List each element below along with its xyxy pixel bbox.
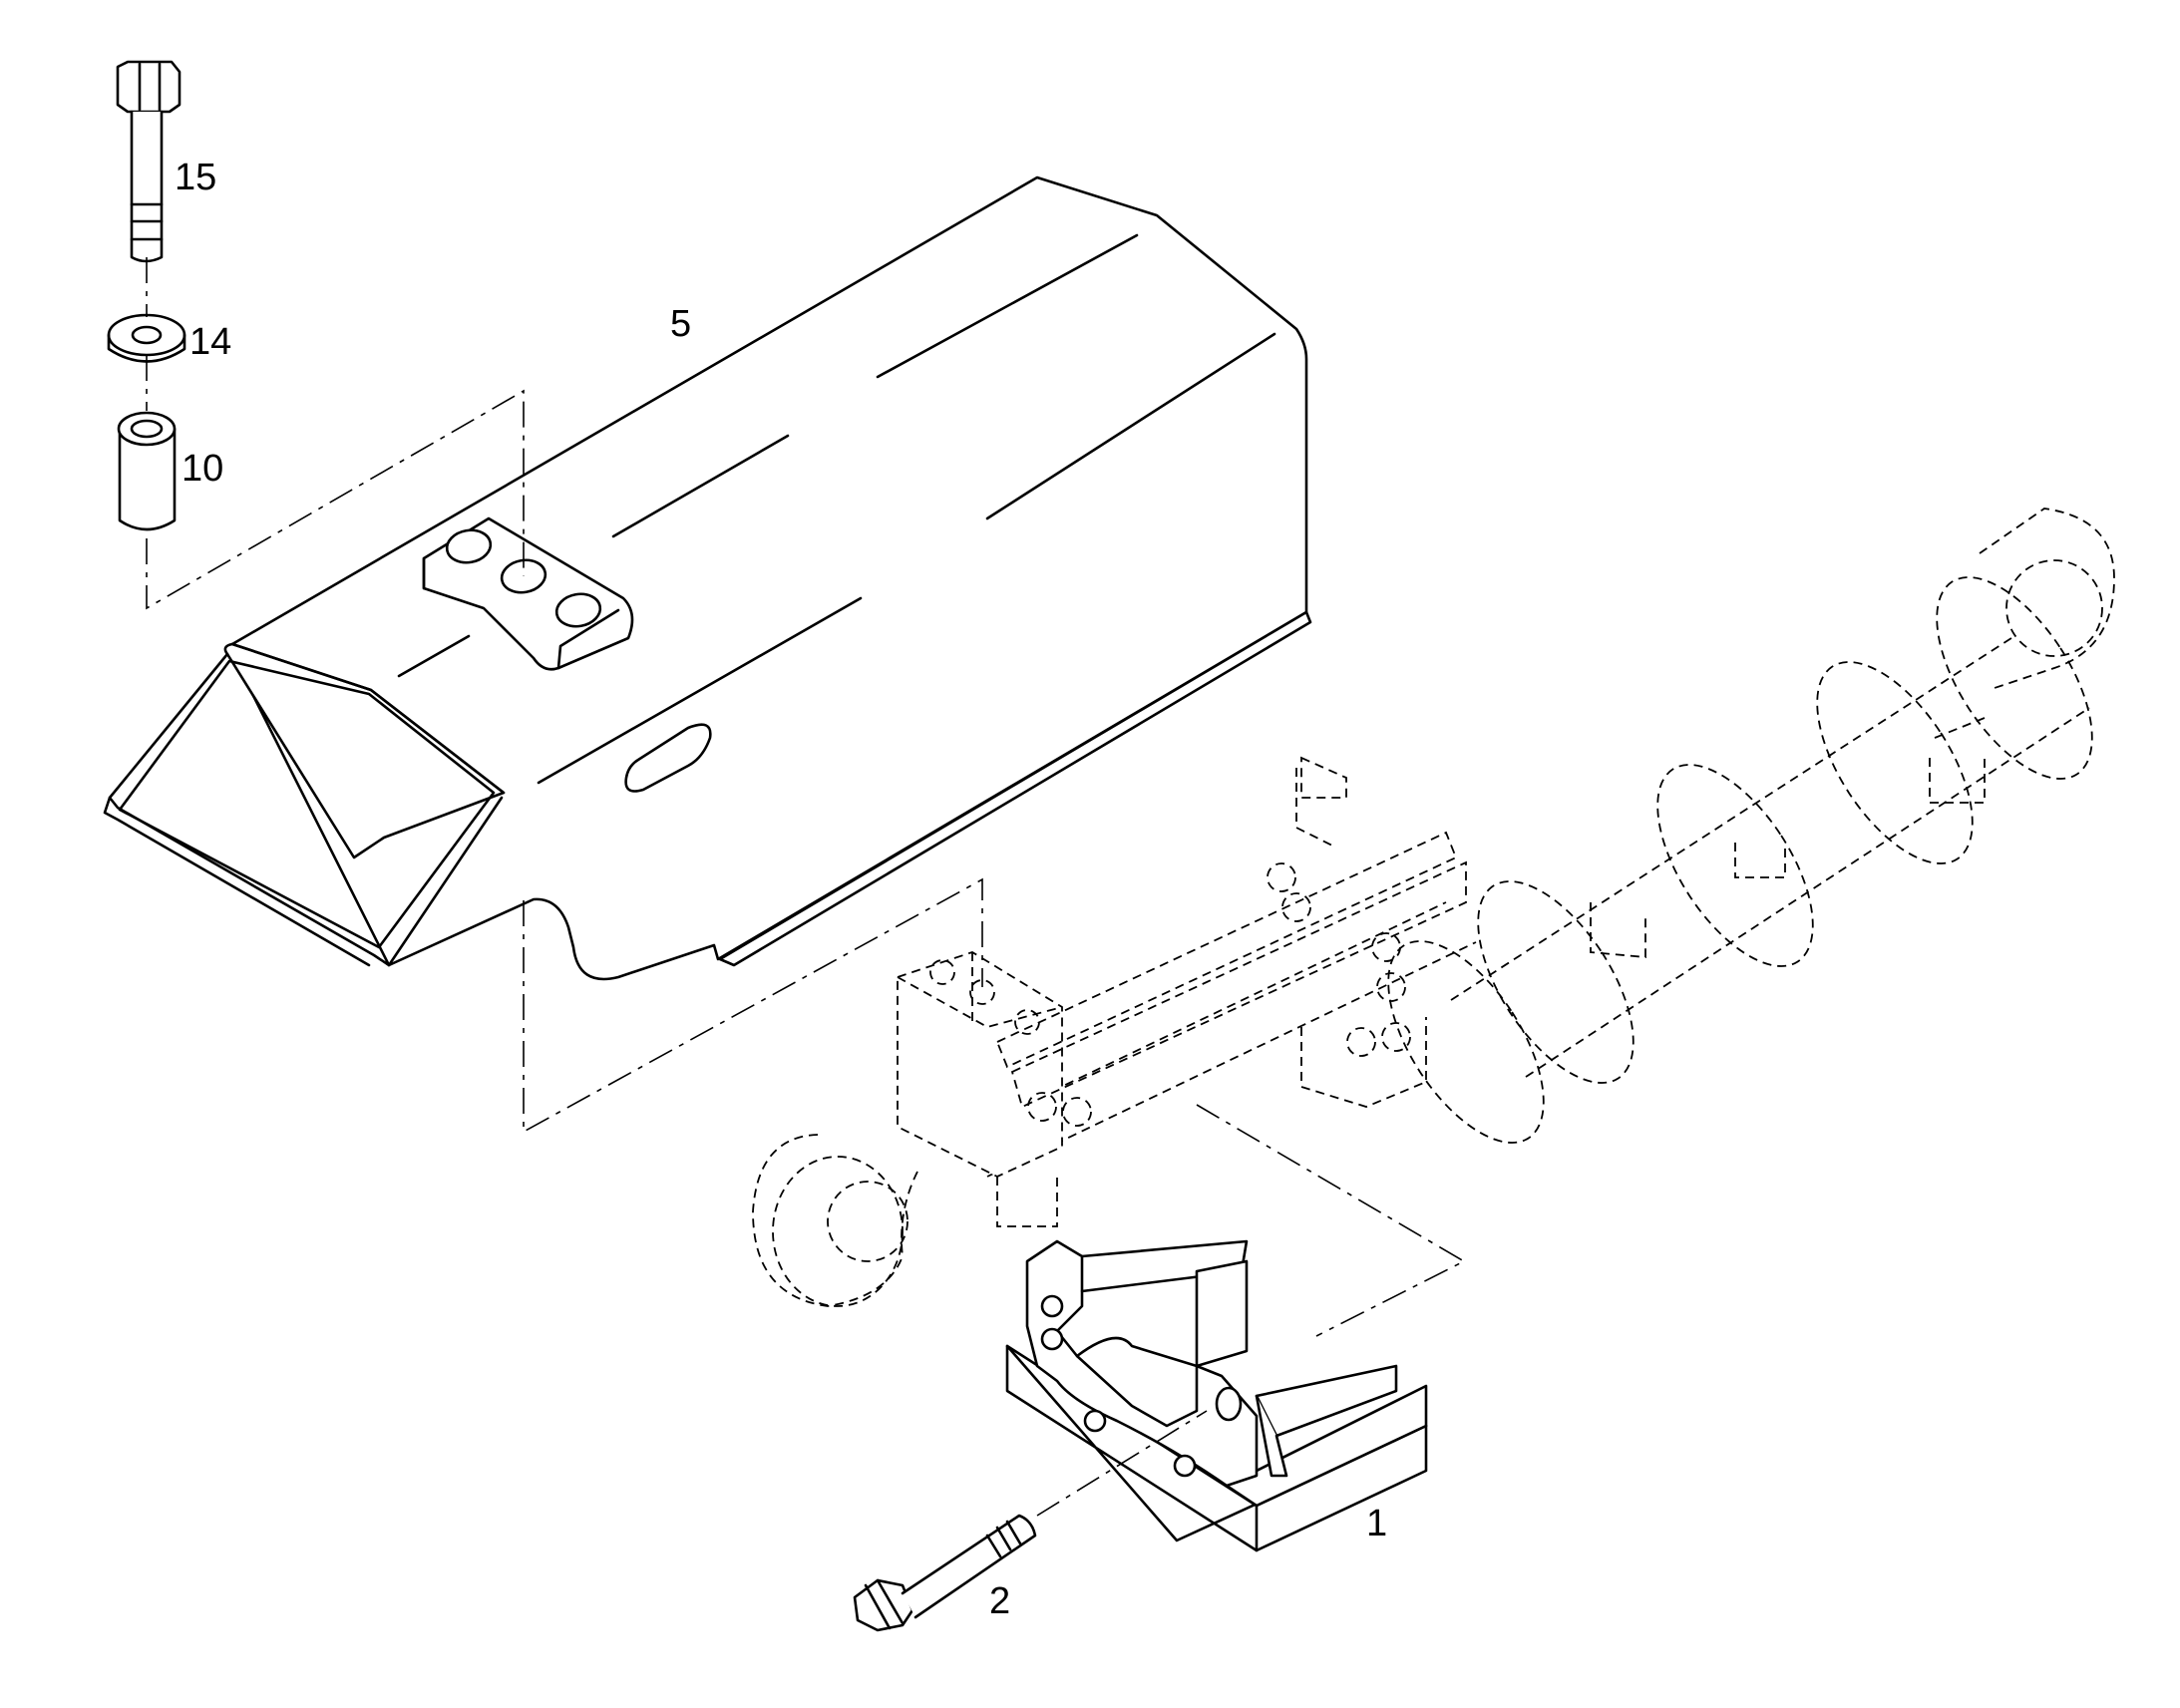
callout-5: 5 <box>670 303 691 345</box>
cover-part-5 <box>103 175 1312 981</box>
callout-10: 10 <box>182 448 223 490</box>
callout-14: 14 <box>189 321 231 363</box>
pin-bolt-part-2 <box>853 1514 1037 1632</box>
bushing-part-10 <box>117 411 177 531</box>
callout-labels: 15 14 10 5 1 2 <box>175 157 1387 1622</box>
callout-15: 15 <box>175 157 216 198</box>
support-bracket-part-1 <box>1005 1239 1428 1552</box>
callout-1: 1 <box>1366 1503 1387 1544</box>
assembly-leader-lines <box>146 257 1466 1517</box>
hydraulic-cylinder-phantom <box>752 508 2115 1307</box>
callout-2: 2 <box>989 1580 1010 1622</box>
washer-part-14 <box>107 313 186 363</box>
bolt-part-15 <box>116 60 182 263</box>
